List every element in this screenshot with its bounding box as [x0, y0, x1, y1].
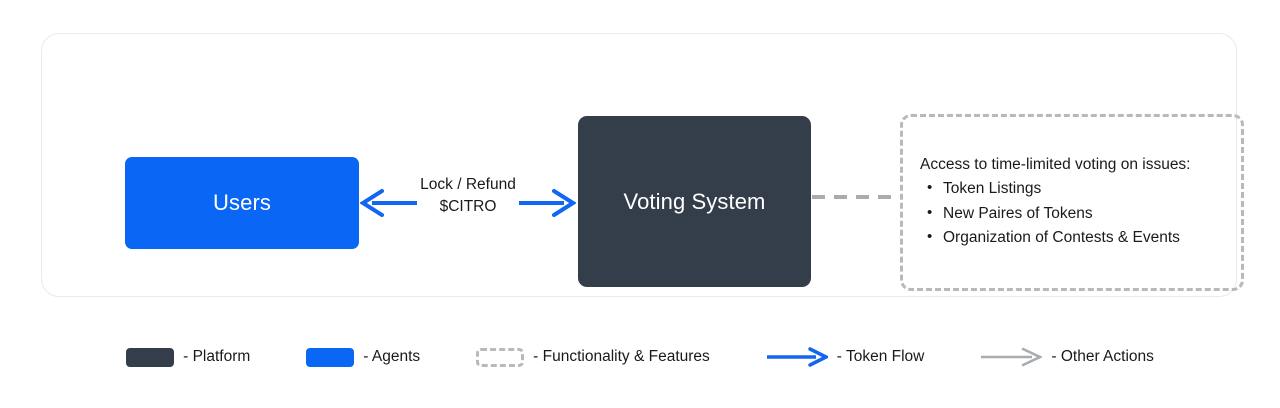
list-item: Organization of Contests & Events — [920, 225, 1241, 250]
legend-item-other-actions-label: - Other Actions — [1051, 348, 1154, 365]
node-voting-system-label: Voting System — [623, 188, 766, 214]
legend-item-platform-label: - Platform — [183, 348, 251, 365]
token-flow-label-line2: $CITRO — [439, 198, 497, 216]
node-voting-system[interactable]: Voting System — [578, 116, 811, 287]
gray-arrow-icon — [981, 347, 1043, 367]
legend-item-other-actions: - Other Actions — [980, 340, 1154, 374]
legend-item-functionality-label: - Functionality & Features — [533, 348, 710, 365]
legend-item-platform: - Platform — [126, 340, 250, 374]
legend-spacer — [420, 357, 476, 358]
token-flow-connector: Lock / Refund $CITRO — [360, 174, 576, 234]
diagram-card: Users Voting System Lock / Refund $CITRO… — [41, 33, 1244, 297]
list-item: Token Listings — [920, 176, 1241, 201]
arrow-right-icon — [519, 189, 576, 217]
token-flow-label: Lock / Refund $CITRO — [360, 174, 576, 219]
legend-spacer — [250, 357, 306, 358]
legend-item-agents: - Agents — [306, 340, 420, 374]
list-item: New Paires of Tokens — [920, 201, 1241, 226]
legend-item-functionality: - Functionality & Features — [476, 340, 710, 374]
feature-box: Access to time-limited voting on issues:… — [900, 114, 1244, 291]
platform-swatch-icon — [126, 347, 175, 367]
feature-box-list: Token Listings New Paires of Tokens Orga… — [920, 176, 1241, 250]
legend-item-token-flow: - Token Flow — [766, 340, 925, 374]
legend-spacer — [710, 357, 766, 358]
token-flow-label-line1: Lock / Refund — [420, 176, 516, 193]
node-users[interactable]: Users — [125, 157, 359, 249]
agents-swatch-icon — [306, 347, 355, 367]
arrow-left-icon — [360, 189, 417, 217]
blue-arrow-icon — [766, 347, 828, 367]
legend-spacer — [924, 357, 980, 358]
legend-item-agents-label: - Agents — [363, 348, 421, 365]
dashed-connector-line — [812, 195, 902, 199]
dashed-box-swatch-icon — [476, 347, 525, 367]
legend: - Platform - Agents - Functionality & Fe… — [0, 340, 1280, 374]
legend-item-token-flow-label: - Token Flow — [836, 348, 925, 365]
feature-box-title: Access to time-limited voting on issues: — [920, 155, 1191, 173]
node-users-label: Users — [213, 190, 271, 215]
